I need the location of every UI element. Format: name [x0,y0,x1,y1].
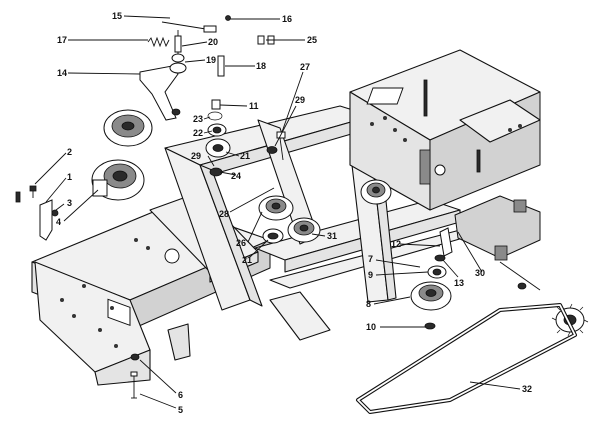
callout-24: 24 [231,171,241,181]
pulley-rear [360,179,392,205]
callout-28: 28 [219,209,229,219]
callouts: 1 2 3 4 5 6 7 8 9 10 11 12 13 14 15 16 1… [56,11,532,415]
clip-11 [211,99,221,110]
callout-7: 7 [368,254,373,264]
parts [15,15,589,414]
callout-4: 4 [56,217,61,227]
callout-17: 17 [57,35,67,45]
callout-27: 27 [300,62,310,72]
callout-23: 23 [193,114,203,124]
callout-21-lower: 21 [242,255,252,265]
callout-25: 25 [307,35,317,45]
callout-2: 2 [67,147,72,157]
callout-3: 3 [67,198,72,208]
callout-15: 15 [112,11,122,21]
bracket-and-bolts [15,185,59,241]
pulley-top-left [103,109,153,147]
bushing-and-bolt [169,30,225,77]
fan-pulley [551,303,589,337]
callout-26: 26 [236,238,246,248]
callout-13: 13 [454,278,464,288]
callout-22: 22 [193,128,203,138]
rod [161,21,217,33]
callout-19: 19 [206,55,216,65]
main-frame [31,49,541,386]
callout-32: 32 [522,384,532,394]
callout-8: 8 [366,299,371,309]
callout-10: 10 [366,322,376,332]
callout-18: 18 [256,61,266,71]
pulley-31 [287,217,321,243]
callout-11: 11 [249,101,259,111]
callout-14: 14 [57,68,67,78]
leader-lines [34,15,521,409]
spring [147,36,170,48]
callout-29-right: 29 [295,95,305,105]
transaxle [454,195,541,291]
callout-5: 5 [178,405,183,415]
callout-21-upper: 21 [240,151,250,161]
bolt-16 [225,15,231,21]
callout-29-left: 29 [191,151,201,161]
electric-clutch [91,159,145,201]
bolt-5-6 [130,353,140,399]
pivot-bracket [167,323,191,361]
lever-arm [139,65,181,121]
callout-20: 20 [208,37,218,47]
drive-belt [356,303,577,414]
callout-1: 1 [67,172,72,182]
callout-9: 9 [368,270,373,280]
callout-16: 16 [282,14,292,24]
callout-30: 30 [475,268,485,278]
center-idlers [258,195,294,244]
spacer-stack [205,111,231,158]
callout-6: 6 [178,390,183,400]
right-idler-stack [410,227,453,330]
callout-12: 12 [391,239,401,249]
callout-31: 31 [327,231,337,241]
